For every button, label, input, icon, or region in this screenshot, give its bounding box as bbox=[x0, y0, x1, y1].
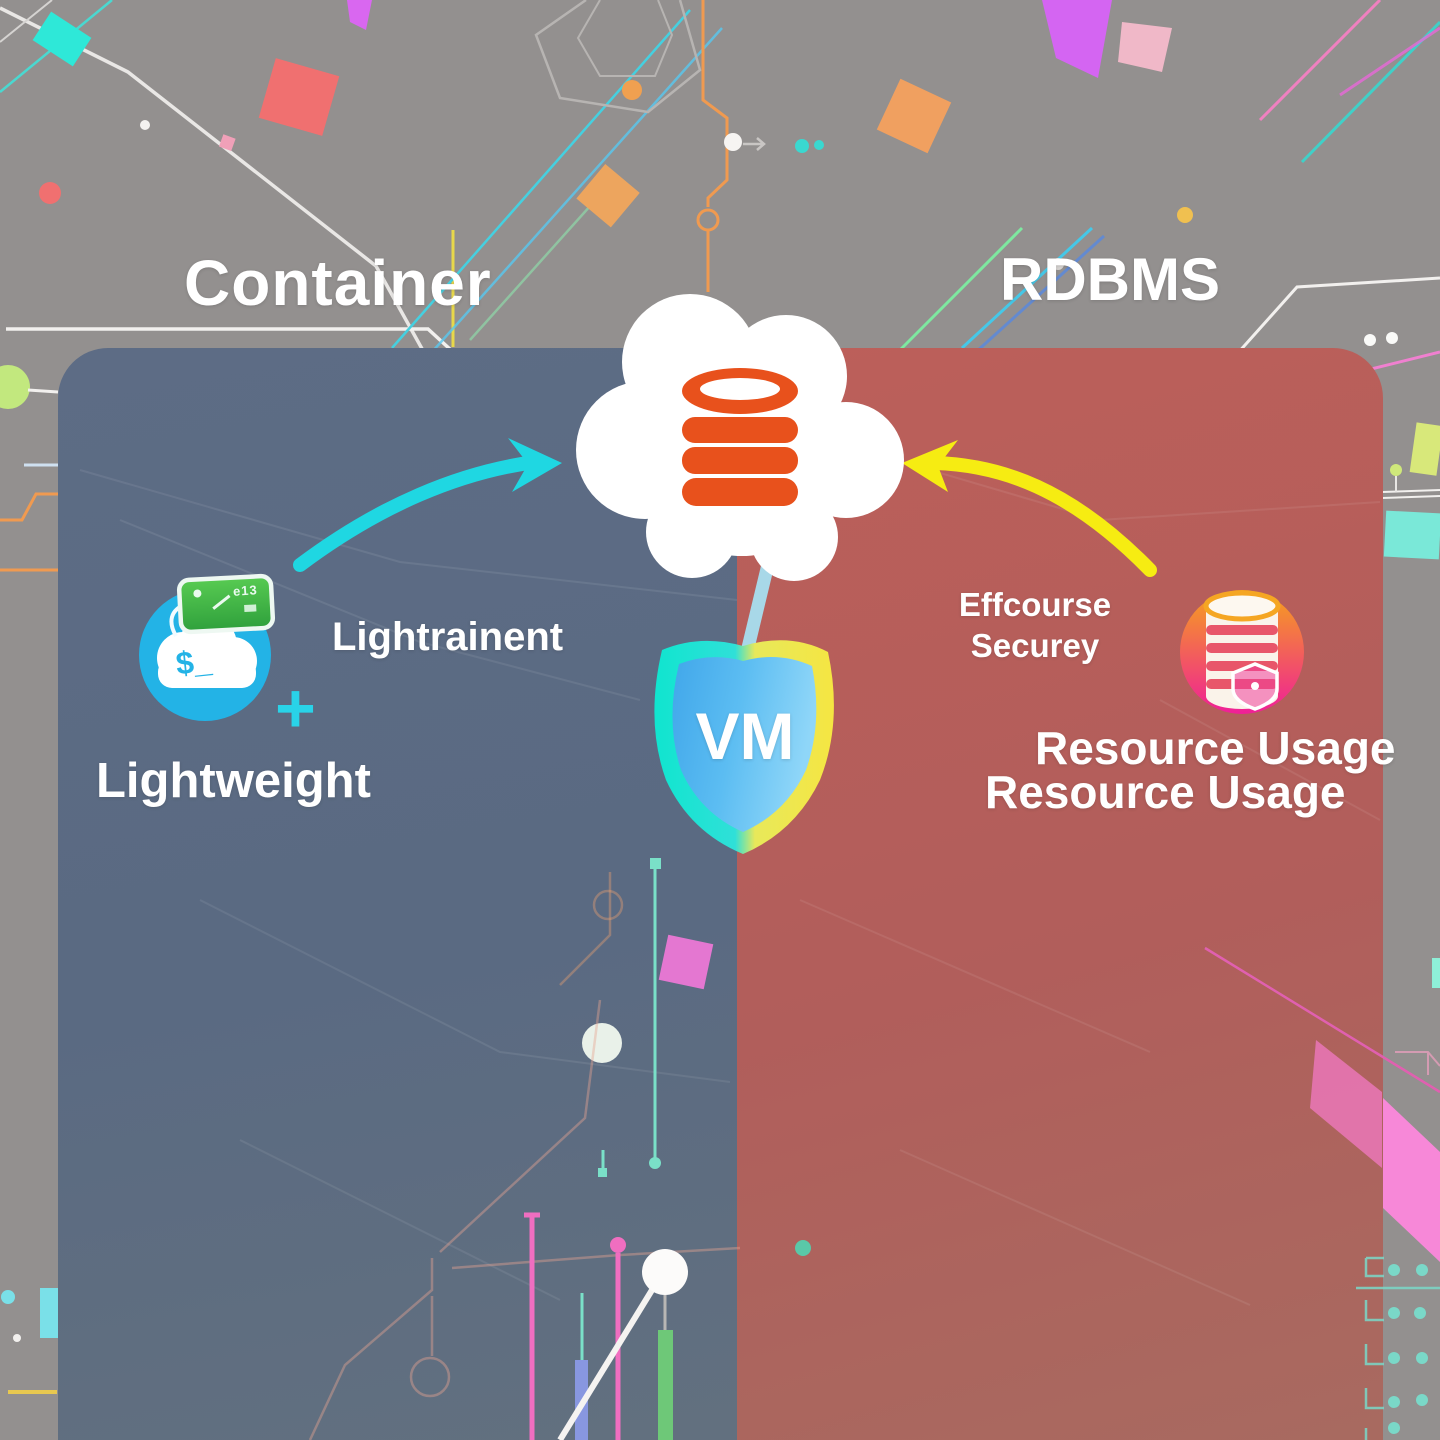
hexagon-circuit bbox=[534, 0, 952, 292]
cloud-shield-connector bbox=[740, 554, 777, 654]
container-caption: Lightweight bbox=[96, 754, 371, 808]
right-edge-shapes bbox=[1381, 422, 1440, 988]
resource-usage-line1: Resource Usage bbox=[1035, 722, 1396, 774]
database-cylinder-icon bbox=[682, 368, 798, 506]
cloud-database-icon bbox=[576, 294, 904, 581]
bottom-right-decor bbox=[1204, 946, 1440, 1440]
resource-usage-line2: Resource Usage bbox=[985, 766, 1346, 818]
left-panel-texture bbox=[79, 469, 738, 1301]
container-feature-label: Lightrainent bbox=[332, 615, 564, 659]
rdbms-database-badge-icon bbox=[1180, 590, 1304, 714]
terminal-prompt-glyph: $_ bbox=[174, 642, 214, 682]
rdbms-panel bbox=[737, 348, 1383, 1440]
confetti-top-left bbox=[32, 0, 372, 204]
card-glyph-text: e13 bbox=[232, 582, 259, 599]
cyan-curved-arrow-icon bbox=[293, 438, 562, 572]
mid-panel-decor bbox=[559, 858, 714, 1169]
bottom-left-trace bbox=[308, 999, 741, 1440]
cyan-diagonals-left bbox=[391, 9, 723, 353]
shield-badge-icon bbox=[1231, 662, 1279, 711]
container-title: Container bbox=[184, 247, 492, 319]
confetti-top-right bbox=[1042, 0, 1398, 346]
rdbms-diagonals bbox=[898, 0, 1440, 375]
container-terminal-cloud-icon bbox=[139, 573, 276, 721]
rdbms-feature-line1: Effcourse bbox=[958, 586, 1112, 623]
rdbms-feature-label: Effcourse Securey bbox=[925, 584, 1145, 667]
rdbms-feature-line2: Securey bbox=[970, 627, 1100, 665]
left-edge-shapes bbox=[0, 365, 60, 1394]
rdbms-title: RDBMS bbox=[1000, 246, 1220, 313]
yellow-curved-arrow-icon bbox=[902, 440, 1157, 577]
container-panel bbox=[58, 348, 737, 1440]
vm-shield-label: VM bbox=[695, 699, 795, 773]
terminal-card-icon bbox=[176, 573, 276, 635]
candlestick-decor bbox=[524, 1150, 811, 1440]
vm-shield-icon bbox=[654, 640, 834, 854]
plus-symbol: + bbox=[275, 669, 316, 747]
